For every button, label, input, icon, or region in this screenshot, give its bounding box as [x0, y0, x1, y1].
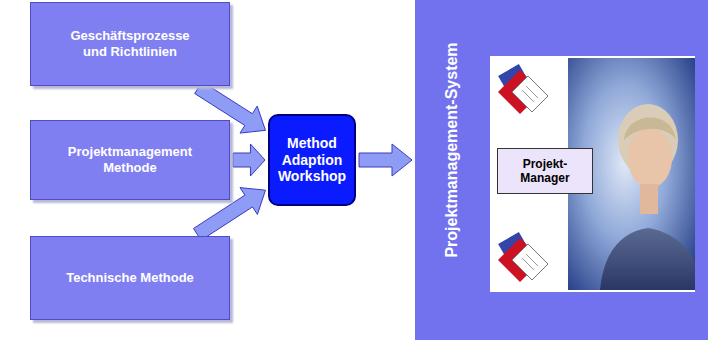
document-icon	[498, 64, 548, 114]
block-arrow	[359, 144, 412, 176]
box-label: Technische Methode	[66, 270, 194, 286]
input-box: Projektmanagement Methode	[30, 120, 230, 200]
block-arrow	[233, 144, 265, 176]
input-box: Geschäftsprozesse und Richtlinien	[30, 2, 230, 86]
panel-title: Projektmanagement-System	[442, 42, 461, 257]
box-label: Projektmanagement Methode	[45, 144, 215, 175]
system-panel	[415, 0, 708, 340]
box-label: Method Adaption Workshop	[276, 135, 348, 185]
workshop-box: Method Adaption Workshop	[268, 114, 356, 206]
input-box: Technische Methode	[30, 236, 230, 320]
panel-window	[490, 56, 695, 292]
document-icon	[498, 232, 548, 282]
box-label: Geschäftsprozesse und Richtlinien	[60, 28, 200, 59]
box-label: Projekt-Manager	[504, 157, 586, 186]
role-box: Projekt-Manager	[497, 148, 593, 194]
system-panel: Projektmanagement-SystemProjekt-Manager	[415, 0, 708, 340]
